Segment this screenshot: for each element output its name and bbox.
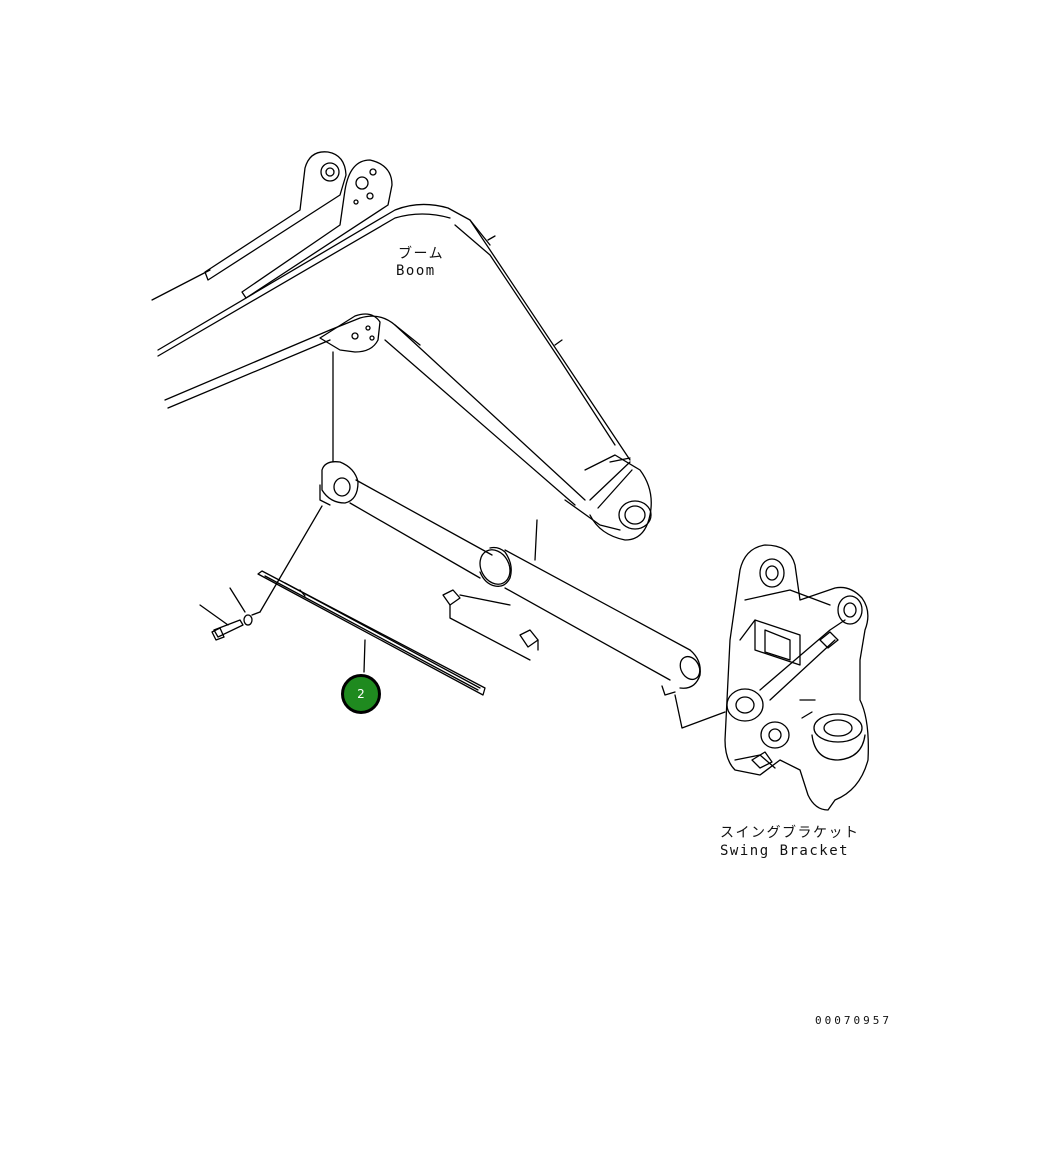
bolt-washer-illustration: [199, 505, 323, 641]
part-callout-2[interactable]: 2: [341, 674, 381, 714]
boom-label-en: Boom: [396, 263, 436, 279]
cover-plate-illustration: [257, 570, 486, 696]
swing-bracket-label-jp: スイングブラケット: [720, 825, 860, 841]
swing-bracket-label-en: Swing Bracket: [720, 843, 850, 859]
document-number: 00070957: [815, 1014, 892, 1027]
boom-illustration: [151, 151, 652, 541]
cylinder-illustration: [319, 461, 701, 696]
swing-bracket-illustration: [724, 544, 869, 811]
bracket-leader-line: [674, 694, 726, 729]
boom-label-jp: ブーム: [398, 246, 445, 262]
